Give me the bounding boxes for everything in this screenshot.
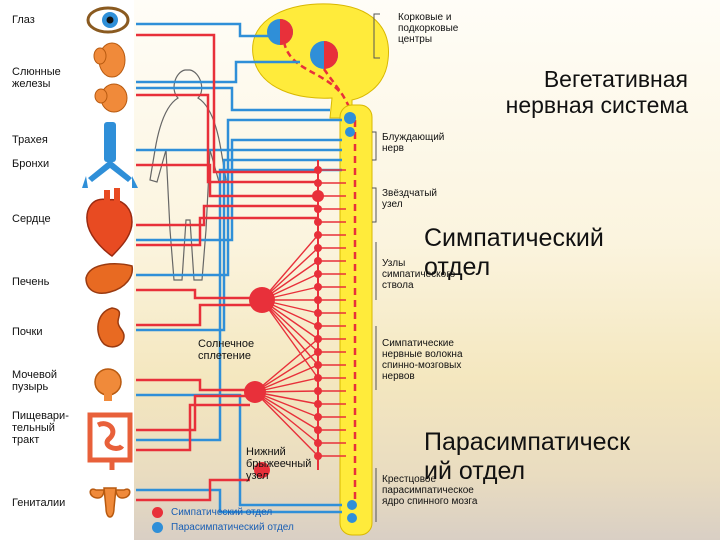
label-sacral-nucleus: Крестцовое парасимпатическое ядро спинно… [382,474,478,507]
fan-line [254,391,319,431]
legend-parasympathetic-label: Парасимпатический отдел [171,522,294,533]
genitals-icon [89,487,131,518]
label-trunk-nodes: Узлы симпатического ствола [382,258,456,291]
organ-label-digestive: Пищевари- тельный тракт [12,410,69,446]
fan-line [261,234,319,301]
overlay-parasympathetic: Парасимпатическ ий отдел [424,428,631,485]
legend-sympathetic-label: Симпатический отдел [171,507,273,518]
fan-line [254,364,319,393]
organ-label-bronchi: Бронхи [12,158,50,170]
fan-line [254,338,319,393]
salivary-gland-icon [93,42,128,113]
legend-parasympathetic-swatch [152,522,163,533]
label-solar-plexus: Солнечное сплетение [198,338,255,362]
spinal-cord [339,104,373,536]
fan-line [254,391,319,444]
organ-label-trachea: Трахея [12,134,48,146]
organ-label-eye: Глаз [12,14,35,26]
legend-parasympathetic: Парасимпатический отдел [152,522,294,533]
label-vagus-nerve: Блуждающий нерв [382,132,445,154]
fan-line [254,391,319,418]
label-stellate-ganglion: Звёздчатый узел [382,188,438,210]
legend-sympathetic: Симпатический отдел [152,507,272,518]
sympathetic-nerves [136,33,318,502]
fan-line [261,299,319,366]
label-brackets [372,13,380,522]
organ-icons [82,6,138,518]
cortical-center-upper [267,19,293,45]
kidney-icon [97,307,125,348]
organ-label-salivary: Слюнные железы [12,66,61,90]
organ-label-genitals: Гениталии [12,497,66,509]
label-sympathetic-fibers: Симпатические нервные волокна спинно-моз… [382,338,463,382]
lower-ganglion [254,462,270,478]
overlay-sympathetic: Симпатический отдел [424,224,604,281]
label-cortical-centers: Корковые и подкорковые центры [398,12,459,45]
organ-label-kidney: Почки [12,326,43,338]
trachea-icon [82,122,138,188]
organ-label-liver: Печень [12,276,50,288]
cortical-center-lower [310,41,338,69]
organ-label-bladder: Мочевой пузырь [12,369,57,393]
liver-icon [85,263,134,294]
heart-icon [86,188,133,257]
fan-line [261,299,319,379]
legend-sympathetic-swatch [152,507,163,518]
organ-label-heart: Сердце [12,213,51,225]
eye-icon [86,6,130,34]
body-silhouette [149,69,227,281]
bladder-icon [94,368,122,401]
solar-plexus-ganglion [249,287,275,313]
brain [252,3,389,141]
fan-line [254,351,319,393]
fan-line [254,391,319,457]
slide-title: Вегетативная нервная система [505,66,688,119]
label-mesenteric-ganglion: Нижний брыжеечный узел [246,446,312,482]
mesenteric-ganglion [244,381,266,403]
intestine-icon [87,412,133,470]
